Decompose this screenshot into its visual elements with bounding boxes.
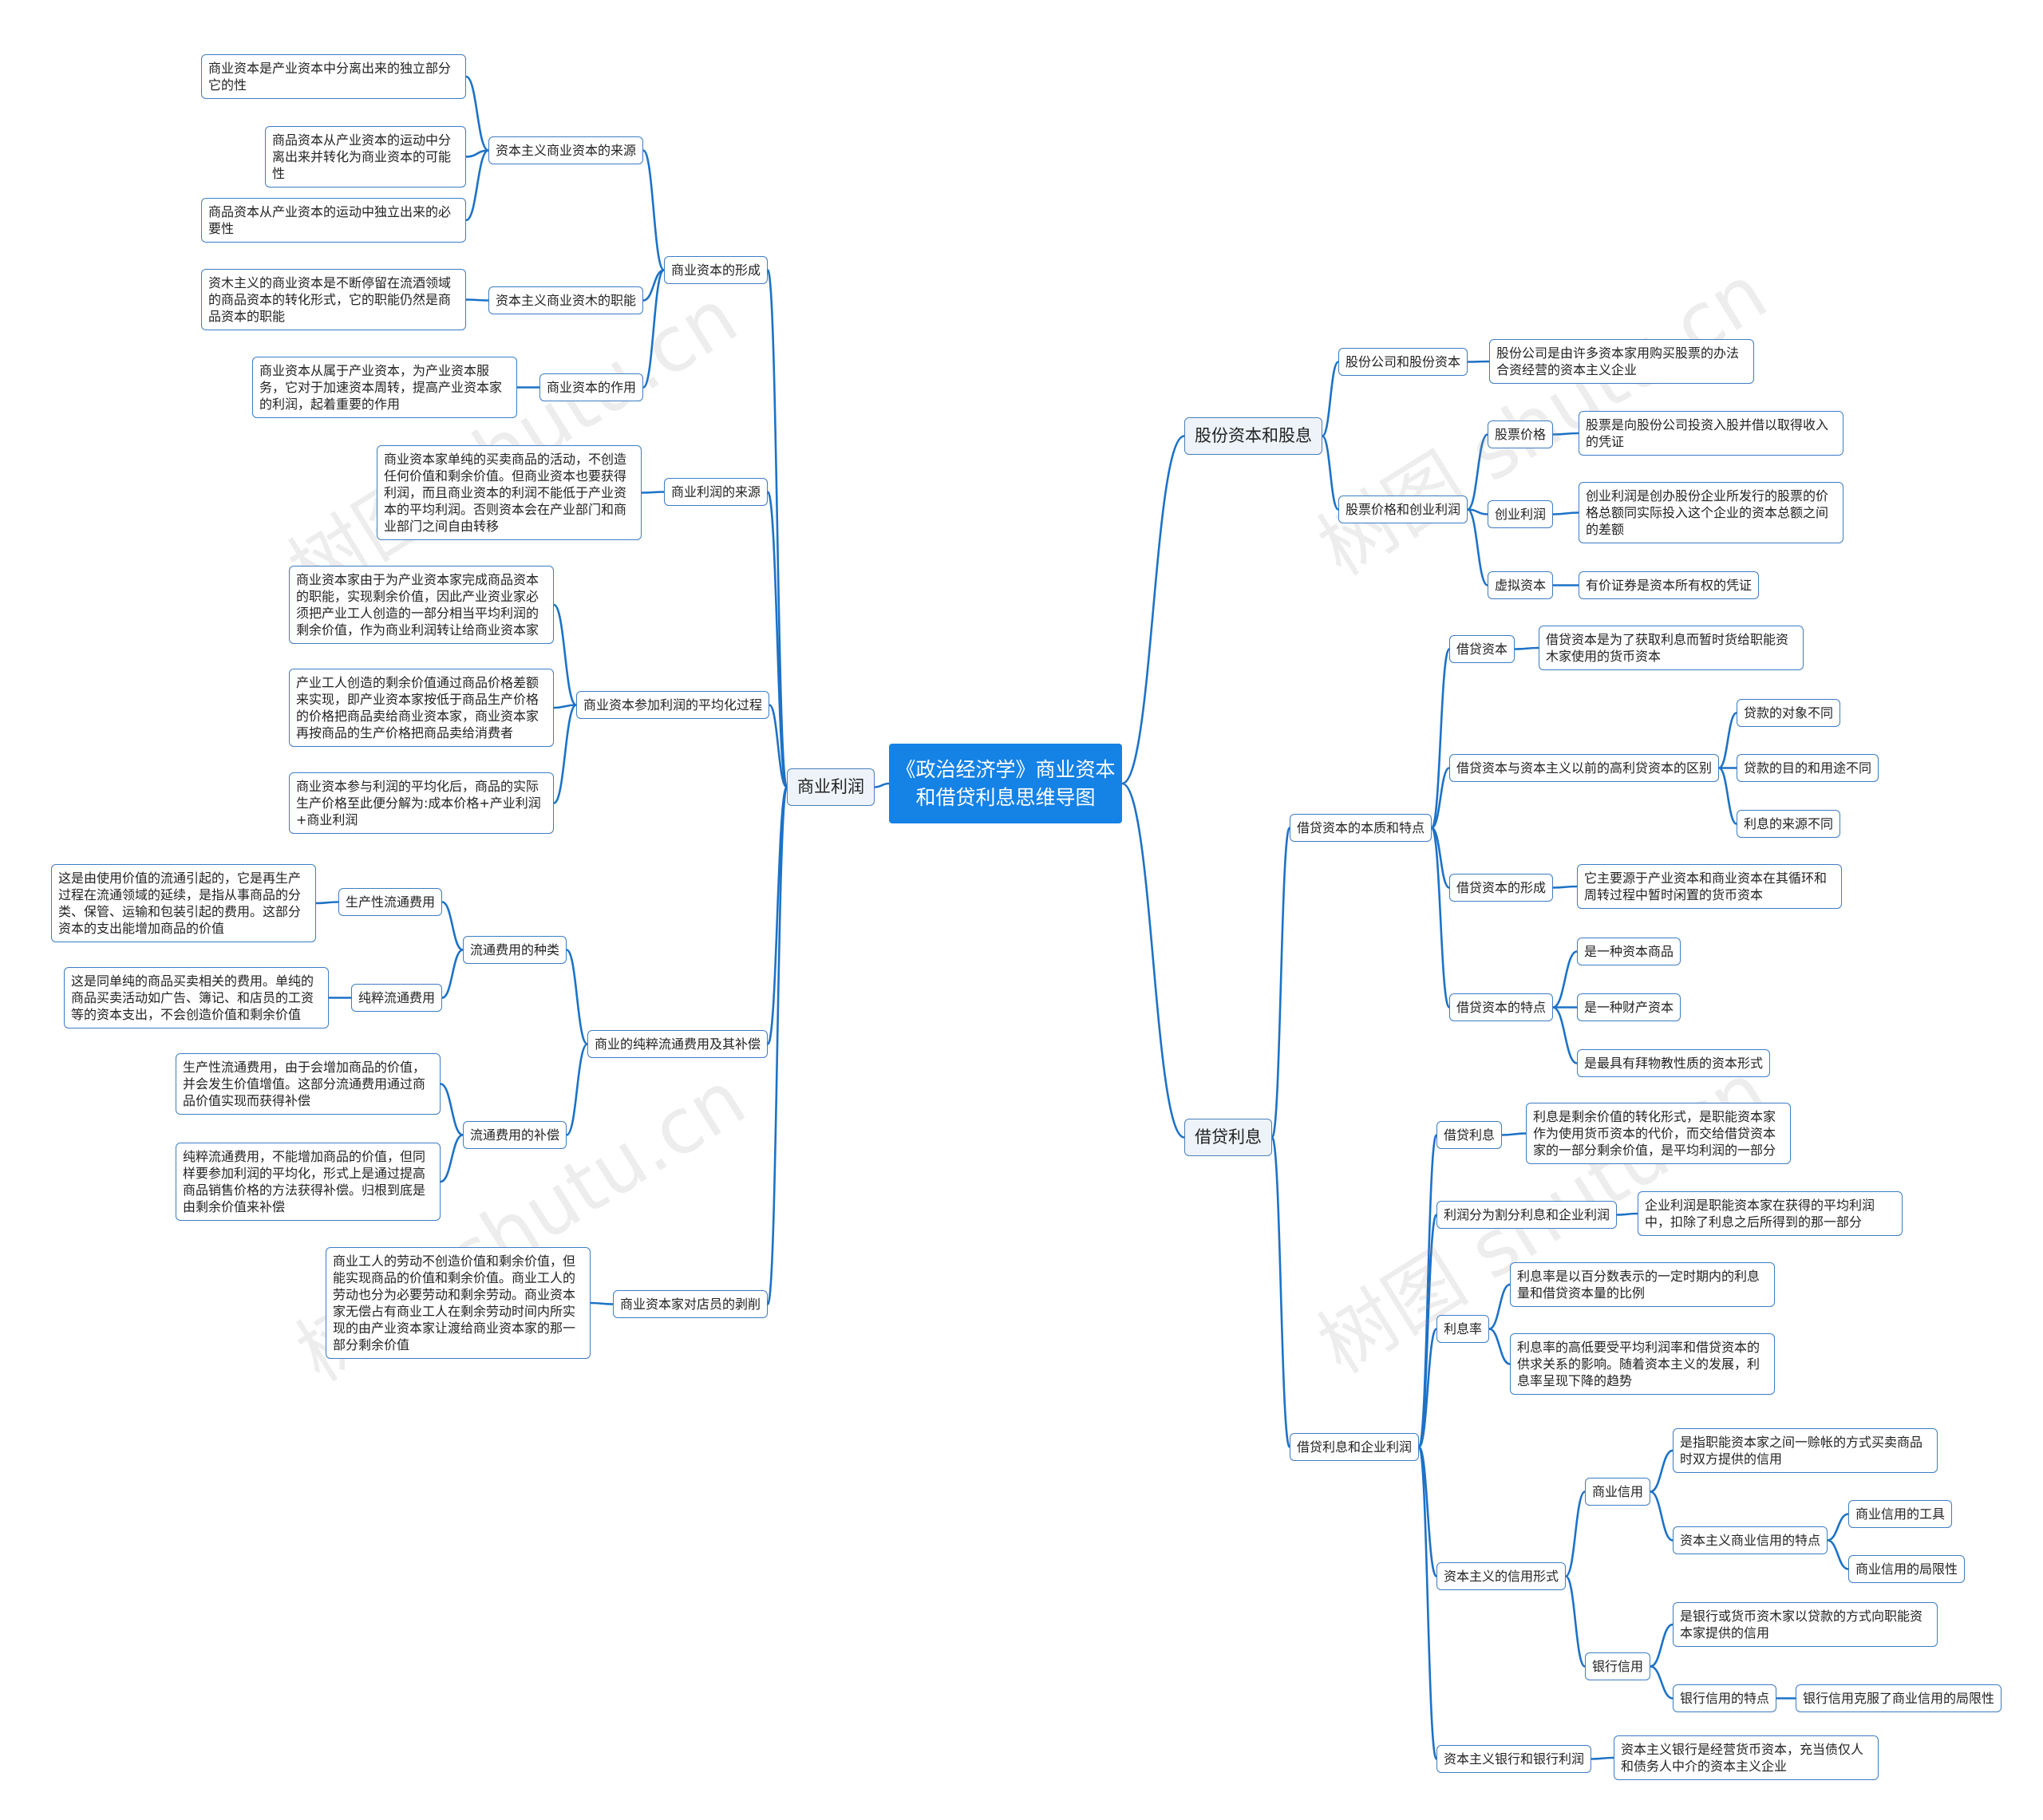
- topic-capitalist-banks[interactable]: 资本主义银行和银行利润: [1436, 1745, 1592, 1773]
- leaf-text: 商品资本从产业资本的运动中独立出来的必要性: [201, 198, 466, 243]
- leaf-text: 股票是向股份公司投资入股并借以取得收入的凭证: [1579, 411, 1843, 456]
- leaf-text: 商品资本从产业资本的运动中分离出来并转化为商业资本的可能性: [265, 126, 466, 188]
- topic-cost-types[interactable]: 流通费用的种类: [463, 936, 567, 964]
- topic-cost-compensation[interactable]: 流通费用的补偿: [463, 1121, 567, 1149]
- leaf-text: 贷款的对象不同: [1737, 699, 1841, 727]
- leaf-text: 商业工人的劳动不创造价值和剩余价值，但能实现商品的价值和剩余价值。商业工人的劳动…: [326, 1247, 591, 1359]
- leaf-text: 是最具有拜物教性质的资本形式: [1577, 1049, 1771, 1077]
- topic-interest-enterprise-profit[interactable]: 借贷利息和企业利润: [1290, 1433, 1420, 1461]
- topic-bank-credit-features[interactable]: 银行信用的特点: [1673, 1684, 1777, 1712]
- leaf-text: 创业利润是创办股份企业所发行的股票的价格总额同实际投入这个企业的资本总额之间的差…: [1579, 482, 1843, 543]
- topic-credit-forms[interactable]: 资本主义的信用形式: [1436, 1562, 1567, 1590]
- leaf-text: 这是由使用价值的流通引起的，它是再生产过程在流通领域的延续，是指从事商品的分类、…: [51, 864, 316, 942]
- leaf-text: 利息的来源不同: [1737, 810, 1841, 838]
- topic-profit-split[interactable]: 利润分为割分利息和企业利润: [1436, 1201, 1618, 1229]
- topic-interest-rate[interactable]: 利息率: [1436, 1315, 1490, 1343]
- connector-path: [315, 75, 1849, 1760]
- topic-capital-function[interactable]: 资本主义商业资木的职能: [488, 286, 644, 314]
- topic-capital-role[interactable]: 商业资本的作用: [539, 373, 644, 401]
- topic-loan-interest[interactable]: 借贷利息: [1436, 1121, 1503, 1149]
- leaf-text: 利息是剩余价值的转化形式，是职能资本家作为使用货币资本的代价，而交给借贷资本家的…: [1526, 1103, 1791, 1164]
- leaf-text: 资木主义的商业资本是不断停留在流酒领域的商品资本的转化形式，它的职能仍然是商品资…: [201, 269, 466, 330]
- topic-commercial-credit-features[interactable]: 资本主义商业信用的特点: [1673, 1526, 1828, 1554]
- leaf-text: 利息率的高低要受平均利润率和借贷资本的供求关系的影响。随着资本主义的发展，利息率…: [1510, 1333, 1775, 1395]
- leaf-text: 贷款的目的和用途不同: [1737, 754, 1879, 782]
- topic-loan-capital-formation[interactable]: 借贷资本的形成: [1449, 874, 1554, 902]
- leaf-text: 借贷资本是为了获取利息而暂时货给职能资木家使用的货币资本: [1539, 626, 1804, 670]
- topic-loan-capital[interactable]: 借贷资本: [1449, 635, 1515, 663]
- leaf-text: 企业利润是职能资本家在获得的平均利润中，扣除了利息之后所得到的那一部分: [1638, 1191, 1903, 1236]
- leaf-text: 生产性流通费用，由于会增加商品的价值，并会发生价值增值。这部分流通费用通过商品价…: [176, 1053, 441, 1115]
- leaf-text: 产业工人创造的剩余价值通过商品价格差额来实现，即产业资本家按低于商品生产价格的价…: [289, 669, 554, 747]
- leaf-text: 商业资本家单纯的买卖商品的活动，不创造任何价值和剩余价值。但商业资本也要获得利润…: [377, 445, 642, 540]
- topic-profit-averaging[interactable]: 商业资本参加利润的平均化过程: [576, 691, 770, 719]
- leaf-text: 商业资本参与利润的平均化后，商品的实际生产价格至此便分解为:成本价格+产业利润+…: [289, 772, 554, 834]
- topic-capital-source[interactable]: 资本主义商业资本的来源: [488, 136, 644, 164]
- topic-founder-profit[interactable]: 创业利润: [1488, 500, 1554, 528]
- topic-bank-credit[interactable]: 银行信用: [1585, 1652, 1651, 1680]
- leaf-text: 资本主义银行是经营货币资本，充当债仅人和债务人中介的资本主义企业: [1614, 1735, 1879, 1780]
- topic-stock-price-founder-profit[interactable]: 股票价格和创业利润: [1338, 495, 1468, 523]
- leaf-text: 这是同单纯的商品买卖相关的费用。单纯的商品买卖活动如广告、簿记、和店员的工资等的…: [64, 967, 329, 1028]
- leaf-text: 商业资本从属于产业资本，为产业资本服务，它对于加速资本周转，提高产业资本家的利润…: [252, 357, 517, 418]
- leaf-text: 商业资本家由于为产业资本家完成商品资本的职能，实现剩余价值，因此产业资业家必须把…: [289, 566, 554, 644]
- topic-commercial-capital-formation[interactable]: 商业资本的形成: [664, 256, 769, 284]
- topic-clerk-exploitation[interactable]: 商业资本家对店员的剥削: [613, 1290, 769, 1318]
- topic-fictitious-capital[interactable]: 虚拟资本: [1488, 571, 1554, 599]
- leaf-text: 它主要源于产业资本和商业资本在其循环和周转过程中暂时闲置的货币资本: [1577, 864, 1842, 909]
- leaf-text: 纯粹流通费用，不能增加商品的价值，但同样要参加利润的平均化，形式上是通过提高商品…: [176, 1143, 441, 1221]
- topic-loan-capital-nature[interactable]: 借贷资本的本质和特点: [1290, 814, 1432, 842]
- topic-productive-cost[interactable]: 生产性流通费用: [338, 888, 443, 916]
- topic-stock-price[interactable]: 股票价格: [1488, 420, 1554, 448]
- leaf-text: 商业信用的局限性: [1848, 1555, 1966, 1583]
- leaf-text: 利息率是以百分数表示的一定时期内的利息量和借贷资本量的比例: [1510, 1262, 1775, 1307]
- topic-loan-capital-features[interactable]: 借贷资本的特点: [1449, 993, 1554, 1021]
- topic-usury-difference[interactable]: 借贷资本与资本主义以前的高利贷资本的区别: [1449, 754, 1720, 782]
- leaf-text: 商业资本是产业资本中分离出来的独立部分它的性: [201, 54, 466, 99]
- leaf-text: 是一种财产资本: [1577, 993, 1681, 1021]
- topic-pure-cost[interactable]: 纯粹流通费用: [351, 984, 443, 1012]
- leaf-text: 是一种资本商品: [1577, 938, 1681, 965]
- branch-loan-interest[interactable]: 借贷利息: [1184, 1119, 1272, 1156]
- branch-stock-capital[interactable]: 股份资本和股息: [1184, 417, 1322, 455]
- topic-circulation-costs[interactable]: 商业的纯粹流通费用及其补偿: [587, 1030, 769, 1058]
- leaf-text: 是指职能资本家之间一赊帐的方式买卖商品时双方提供的信用: [1673, 1428, 1938, 1473]
- topic-profit-source[interactable]: 商业利润的来源: [664, 478, 769, 506]
- branch-commercial-profit[interactable]: 商业利润: [787, 768, 875, 806]
- leaf-text: 是银行或货币资木家以贷款的方式向职能资本家提供的信用: [1673, 1602, 1938, 1647]
- leaf-text: 商业信用的工具: [1848, 1500, 1953, 1528]
- topic-joint-stock-company[interactable]: 股份公司和股份资本: [1338, 348, 1468, 376]
- leaf-text: 银行信用克服了商业信用的局限性: [1796, 1684, 2002, 1712]
- topic-commercial-credit[interactable]: 商业信用: [1585, 1478, 1651, 1506]
- leaf-text: 有价证券是资本所有权的凭证: [1579, 571, 1760, 599]
- central-topic[interactable]: 《政治经济学》商业资本和借贷利息思维导图: [889, 744, 1122, 823]
- leaf-text: 股份公司是由许多资本家用购买股票的办法合资经营的资本主义企业: [1489, 339, 1754, 384]
- central-topic-label: 《政治经济学》商业资本和借贷利息思维导图: [895, 758, 1116, 809]
